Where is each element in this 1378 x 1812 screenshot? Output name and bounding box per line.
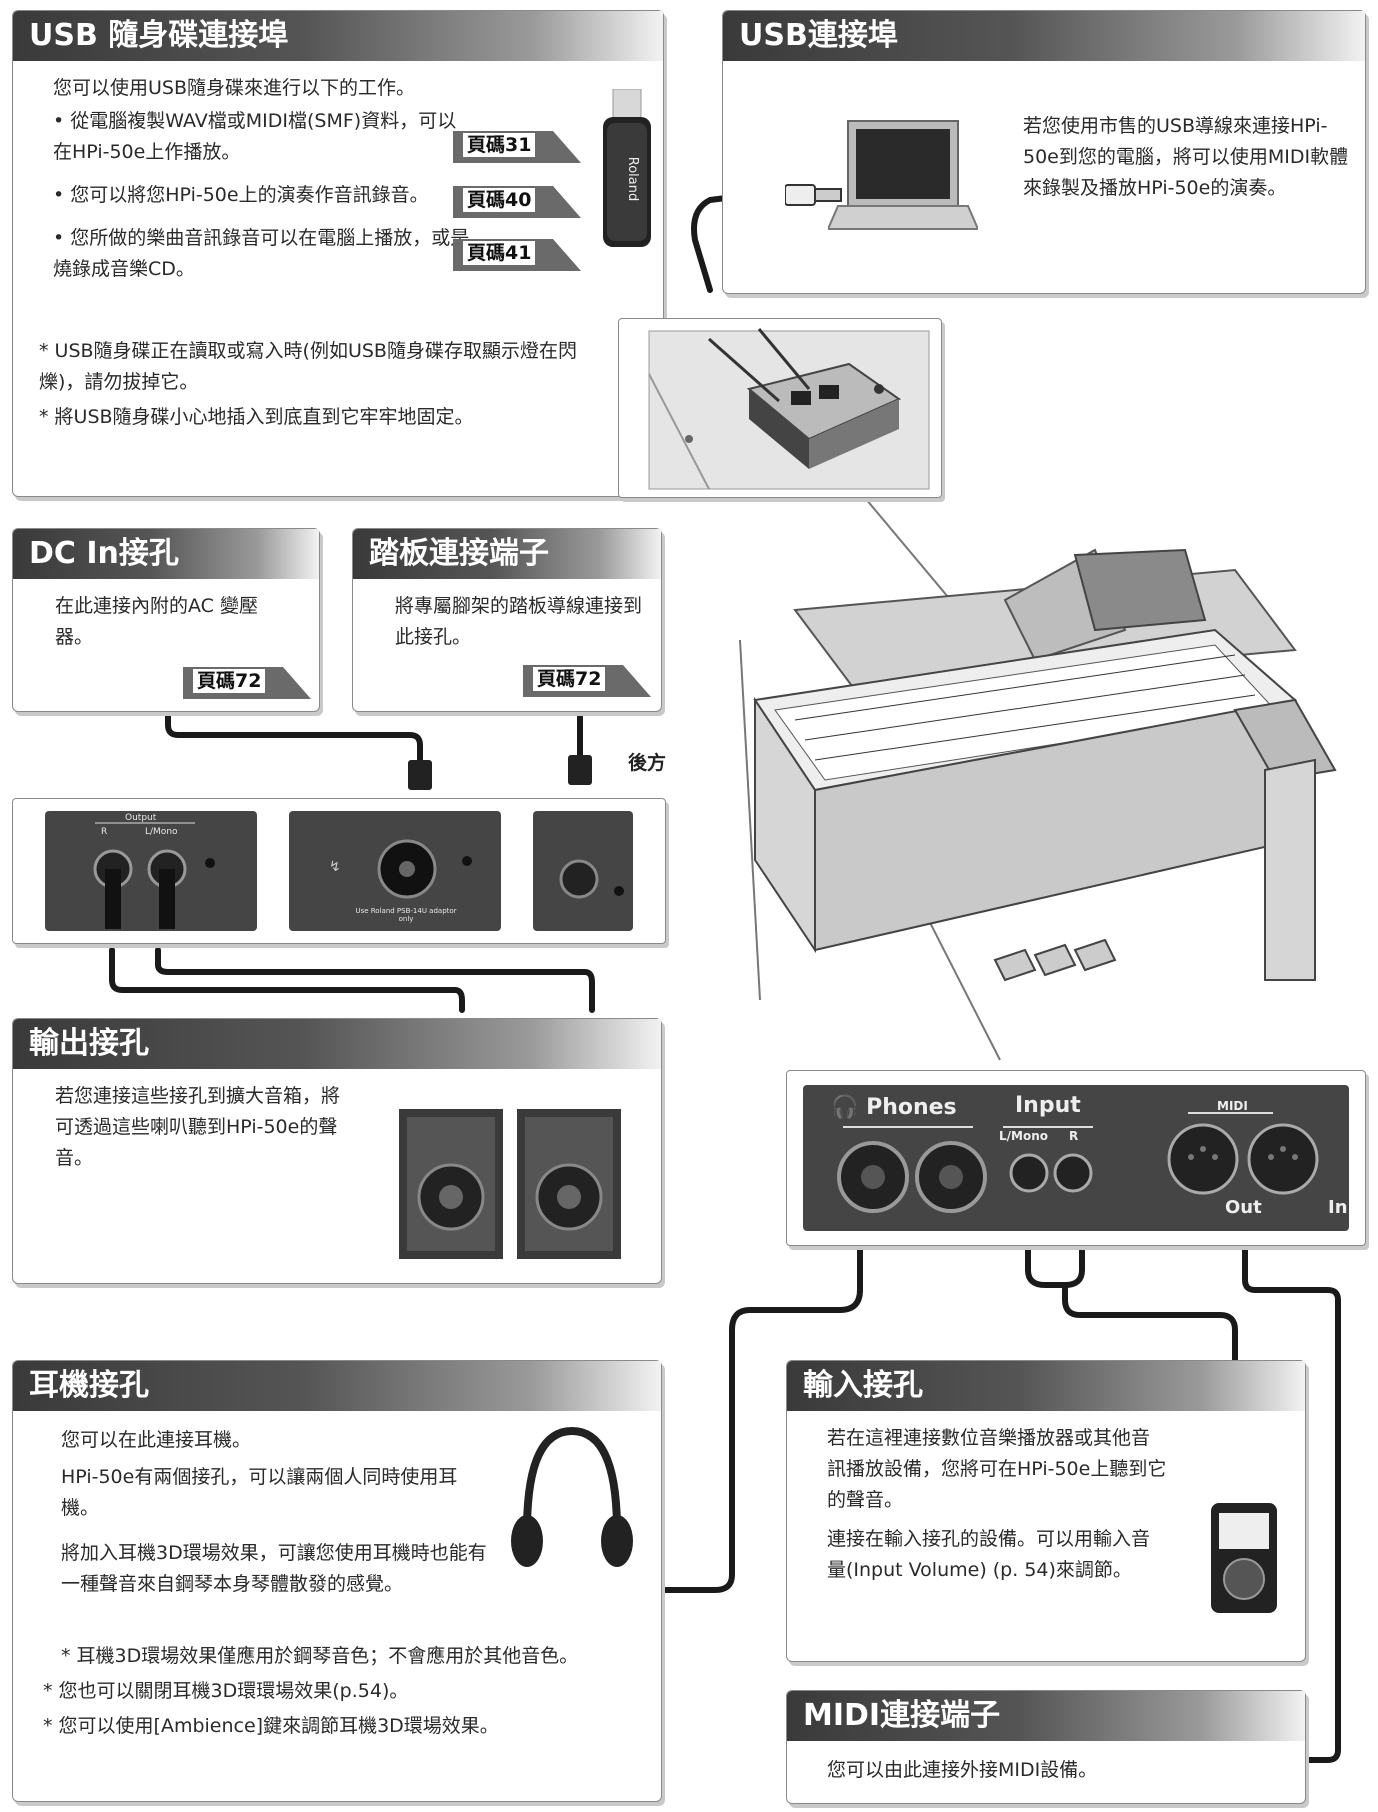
pedal-section: 踏板連接端子 將專屬腳架的踏板導線連接到此接孔。 頁碼72: [352, 528, 662, 712]
usb-port-closeup-image: [648, 328, 930, 490]
usb-memory-text: 您可以使用USB隨身碟來進行以下的工作。 • 從電腦複製WAV檔或MIDI檔(S…: [53, 73, 473, 285]
pedal-text: 將專屬腳架的踏板導線連接到此接孔。: [395, 595, 643, 648]
dc-in-section: DC In接孔 在此連接內附的AC 變壓器。 頁碼72: [12, 528, 320, 712]
usb-stick-brand: Roland: [625, 157, 640, 201]
phones-label: 🎧 Phones: [831, 1095, 957, 1120]
phones-notes: * 耳機3D環場效果僅應用於鋼琴音色；不會應用於其他音色。 * 您也可以關閉耳機…: [43, 1641, 643, 1742]
usb-stick-image: Roland: [603, 89, 651, 247]
page-ref-label: 頁碼72: [533, 667, 606, 691]
phones-paragraph: HPi-50e有兩個接孔，可以讓兩個人同時使用耳機。: [61, 1466, 458, 1519]
input-paragraph: 連接在輸入接孔的設備。可以用輸入音量(Input Volume) (p. 54)…: [827, 1528, 1151, 1581]
phones-note: * 耳機3D環場效果僅應用於鋼琴音色；不會應用於其他音色。: [61, 1645, 579, 1667]
page-ref-label: 頁碼31: [463, 133, 536, 157]
headphones-image: [511, 1426, 633, 1567]
input-section: 輸入接孔 若在這裡連接數位音樂播放器或其他音訊播放設備，您將可在HPi-50e上…: [786, 1360, 1306, 1662]
page-ref-label: 頁碼40: [463, 188, 536, 212]
usb-port-closeup: [618, 318, 942, 498]
page-ref-72-pedal: 頁碼72: [523, 663, 651, 697]
dc-in-jack-panel: ↯ Use Roland PSB-14U adaptor only: [289, 811, 501, 931]
pedal-jack-panel: [533, 811, 633, 931]
input-lmono-label: L/Mono: [999, 1129, 1049, 1143]
section-title: 輸入接孔: [787, 1361, 1305, 1411]
section-title: 輸出接孔: [13, 1019, 661, 1069]
section-title: 踏板連接端子: [353, 529, 661, 579]
usb-computer-text: 若您使用市售的USB導線來連接HPi-50e到您的電腦，將可以使用MIDI軟體來…: [1023, 115, 1349, 199]
section-title: USB 隨身碟連接埠: [13, 11, 663, 61]
usb-memory-section: USB 隨身碟連接埠 您可以使用USB隨身碟來進行以下的工作。 • 從電腦複製W…: [12, 10, 664, 497]
midi-label: MIDI: [1217, 1099, 1248, 1113]
midi-section: MIDI連接端子 您可以由此連接外接MIDI設備。: [786, 1690, 1306, 1804]
phones-paragraph: 將加入耳機3D環場效果，可讓您使用耳機時也能有一種聲音來自鋼琴本身琴體散發的感覺…: [61, 1542, 487, 1595]
adaptor-note: Use Roland PSB-14U adaptor only: [355, 907, 457, 923]
phones-note: * 您也可以關閉耳機3D環環場效果(p.54)。: [43, 1680, 409, 1702]
midi-out-label: Out: [1225, 1197, 1262, 1218]
input-text: 若在這裡連接數位音樂播放器或其他音訊播放設備，您將可在HPi-50e上聽到它的聲…: [827, 1423, 1167, 1586]
usb-memory-note: * 將USB隨身碟小心地插入到底直到它牢牢地固定。: [39, 406, 474, 428]
phones-text: 您可以在此連接耳機。 HPi-50e有兩個接孔，可以讓兩個人同時使用耳機。 將加…: [61, 1425, 491, 1600]
output-jack-panel: Output R L/Mono: [45, 811, 257, 931]
r-label: R: [101, 827, 108, 837]
piano-image: [753, 548, 1337, 982]
section-title: DC In接孔: [13, 529, 319, 579]
usb-memory-item: • 從電腦複製WAV檔或MIDI檔(SMF)資料，可以在HPi-50e上作播放。: [53, 110, 457, 163]
page-ref-31: 頁碼31: [453, 129, 581, 163]
phones-section: 耳機接孔 您可以在此連接耳機。 HPi-50e有兩個接孔，可以讓兩個人同時使用耳…: [12, 1360, 662, 1802]
laptop-image: [828, 120, 978, 230]
section-title: USB連接埠: [723, 11, 1365, 61]
phones-paragraph: 您可以在此連接耳機。: [61, 1429, 252, 1451]
input-r-label: R: [1069, 1129, 1079, 1143]
page-ref-40: 頁碼40: [453, 184, 581, 218]
page-ref-label: 頁碼41: [463, 241, 536, 265]
usb-memory-intro: 您可以使用USB隨身碟來進行以下的工作。: [53, 77, 416, 99]
speakers-image: [399, 1109, 621, 1259]
input-label: Input: [1015, 1093, 1081, 1118]
midi-in-label: In: [1328, 1197, 1348, 1218]
front-jack-panel: 🎧 Phones Input L/Mono R MIDI Out In: [803, 1085, 1349, 1231]
output-text: 若您連接這些接孔到擴大音箱，將可透過這些喇叭聽到HPi-50e的聲音。: [55, 1085, 341, 1169]
usb-memory-note: * USB隨身碟正在讀取或寫入時(例如USB隨身碟存取顯示燈在閃爍)，請勿拔掉它…: [39, 340, 577, 393]
usb-plug-image: [785, 184, 842, 206]
phones-label-text: Phones: [866, 1095, 957, 1120]
front-panel: 🎧 Phones Input L/Mono R MIDI Out In: [786, 1070, 1366, 1246]
usb-memory-notes: * USB隨身碟正在讀取或寫入時(例如USB隨身碟存取顯示燈在閃爍)，請勿拔掉它…: [39, 336, 599, 433]
page-ref-72-dc: 頁碼72: [183, 665, 311, 699]
music-player-image: [1211, 1503, 1277, 1613]
usb-computer-section: USB連接埠 若您使用市售的USB導線來連接HPi-50e到您的電腦，將可以使用…: [722, 10, 1366, 294]
dc-in-text: 在此連接內附的AC 變壓器。: [55, 595, 258, 648]
output-section: 輸出接孔 若您連接這些接孔到擴大音箱，將可透過這些喇叭聽到HPi-50e的聲音。: [12, 1018, 662, 1284]
headphone-icon: 🎧: [831, 1095, 859, 1120]
svg-text:↯: ↯: [329, 859, 341, 875]
page-ref-label: 頁碼72: [193, 669, 266, 693]
usb-memory-item: • 您所做的樂曲音訊錄音可以在電腦上播放，或是燒錄成音樂CD。: [53, 227, 470, 280]
input-paragraph: 若在這裡連接數位音樂播放器或其他音訊播放設備，您將可在HPi-50e上聽到它的聲…: [827, 1427, 1167, 1511]
usb-memory-item: • 您可以將您HPi-50e上的演奏作音訊錄音。: [53, 184, 429, 206]
page-ref-41: 頁碼41: [453, 237, 581, 271]
rear-panel: Output R L/Mono ↯ Use Roland PSB-14U ada…: [12, 798, 666, 944]
phones-note: * 您可以使用[Ambience]鍵來調節耳機3D環場效果。: [43, 1715, 499, 1737]
section-title: 耳機接孔: [13, 1361, 661, 1411]
midi-text: 您可以由此連接外接MIDI設備。: [827, 1759, 1098, 1781]
output-label: Output: [125, 813, 157, 823]
section-title: MIDI連接端子: [787, 1691, 1305, 1741]
lmono-label: L/Mono: [145, 827, 178, 837]
rear-label: 後方: [628, 752, 667, 774]
